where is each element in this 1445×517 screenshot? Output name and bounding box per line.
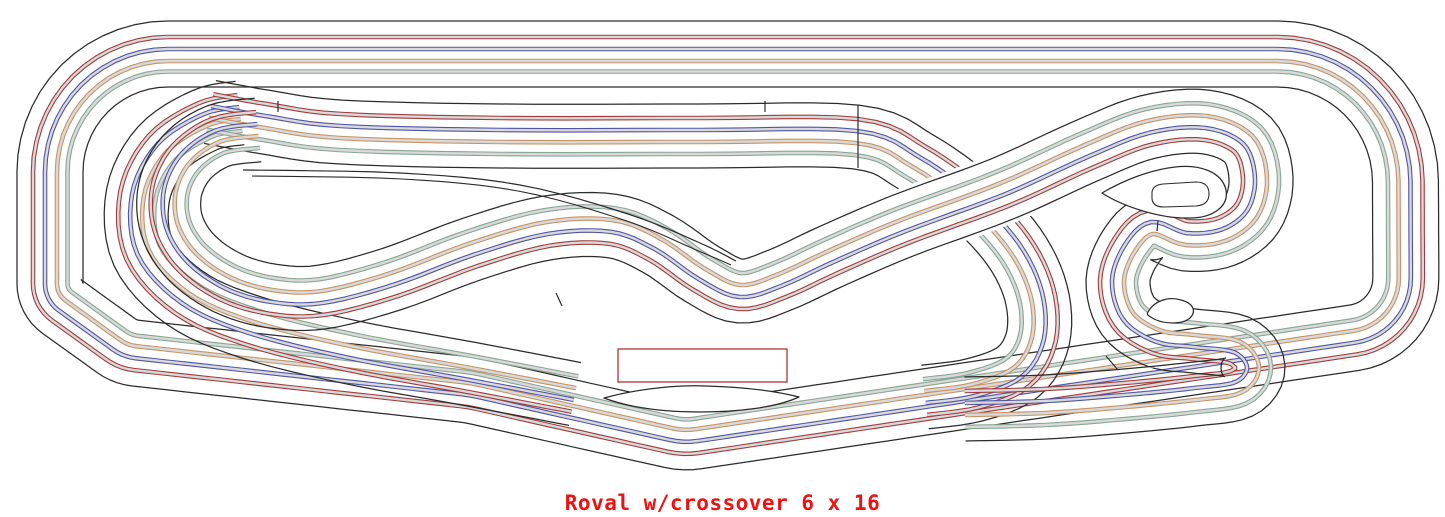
- section-joint-tick: [1156, 220, 1159, 232]
- track-lane-core: [43, 47, 1412, 443]
- section-joint-tick: [555, 292, 563, 307]
- track-lane-core: [55, 59, 1400, 431]
- track-boundary: [16, 20, 1440, 471]
- track-boundary: [200, 88, 1294, 442]
- diagram-title: Roval w/crossover 6 x 16: [564, 491, 881, 515]
- track-lane-core: [173, 114, 1269, 417]
- front-stretch-gore: [603, 385, 800, 413]
- track-lane-core: [185, 102, 1281, 429]
- infield-wedge-edge-inner: [251, 175, 732, 266]
- crossover-overpass-mask: [710, 94, 1178, 327]
- track-lane-core: [128, 105, 575, 402]
- track-lane-core: [117, 94, 572, 413]
- infield-wedge-edge: [242, 169, 737, 262]
- section-joint-tick: [1105, 355, 1119, 371]
- track-boundary: [136, 97, 1230, 378]
- track-lane-core: [66, 70, 1390, 421]
- track-boundary: [103, 80, 570, 427]
- track-lane-core: [161, 122, 1257, 405]
- hairpin-island-lower: [1146, 298, 1194, 324]
- hairpin-island-upper-inner: [1151, 181, 1210, 208]
- driver-station-box: [617, 348, 788, 383]
- track-lane-core: [213, 93, 1059, 417]
- track-lane-core: [31, 35, 1424, 455]
